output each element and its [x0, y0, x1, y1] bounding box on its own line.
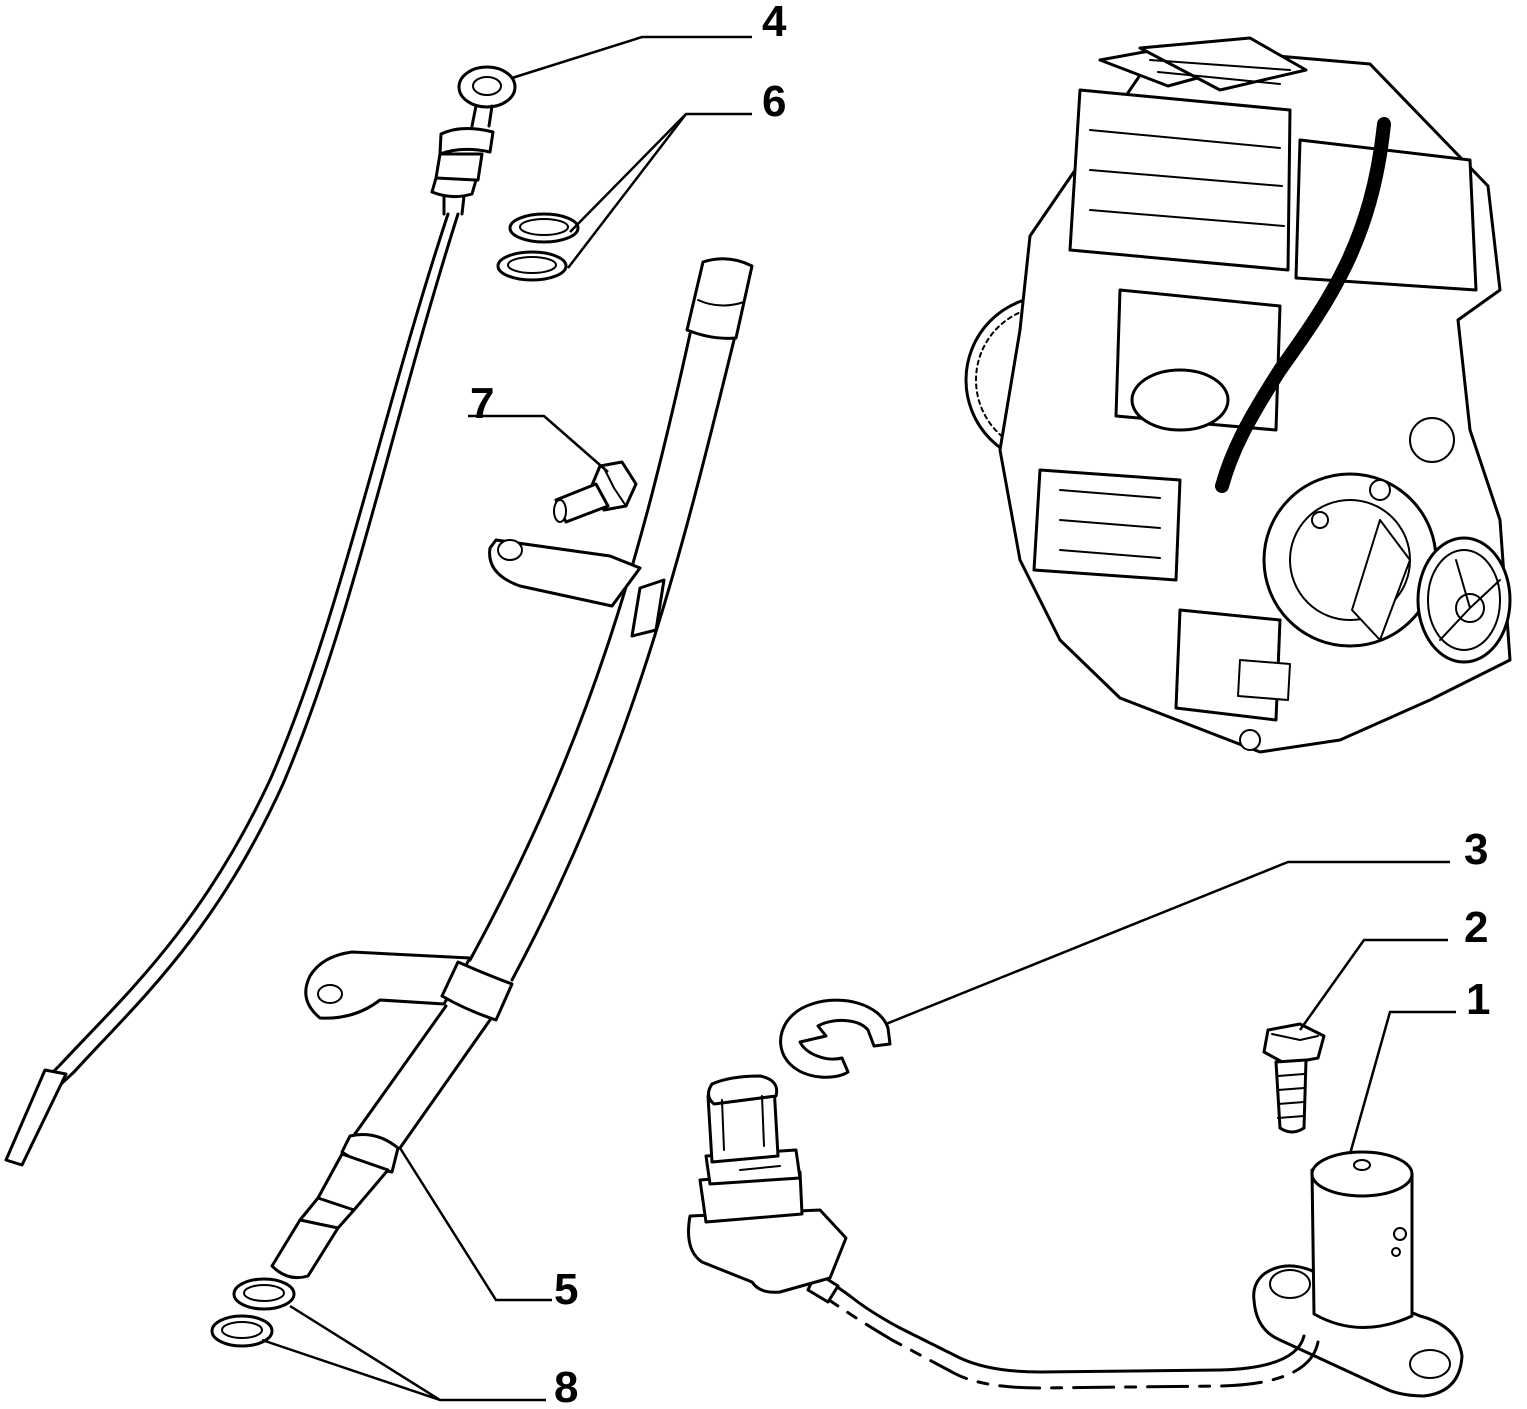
callout-4: 4: [762, 0, 787, 46]
screw-sensor[interactable]: [1262, 1022, 1326, 1134]
leader-5: [398, 1147, 552, 1302]
callout-8: 8: [554, 1363, 578, 1409]
leader-7: [468, 414, 609, 473]
retaining-clip[interactable]: [779, 998, 892, 1079]
leader-3: [885, 860, 1450, 1026]
leader-4: [511, 35, 752, 80]
callout-5: 5: [554, 1265, 578, 1314]
oil-level-sensor[interactable]: [687, 1074, 1464, 1398]
leader-6: [567, 112, 752, 269]
callout-3: 3: [1464, 825, 1488, 874]
engine-assembly: [964, 36, 1512, 754]
callout-2: 2: [1464, 903, 1488, 952]
callout-1: 1: [1466, 975, 1490, 1024]
dipstick-tube[interactable]: [270, 257, 754, 1280]
leader-2: [1298, 938, 1448, 1031]
dipstick[interactable]: [4, 65, 517, 1167]
callout-6: 6: [762, 77, 786, 126]
leader-1: [1348, 1010, 1456, 1155]
leader-8: [261, 1304, 546, 1402]
o-rings-lower[interactable]: [210, 1277, 296, 1348]
callout-7: 7: [470, 379, 494, 428]
bolt-dipstick-tube[interactable]: [553, 460, 638, 524]
o-rings-upper[interactable]: [496, 212, 580, 282]
leader-lines: [261, 35, 1456, 1402]
callout-labels: 4 6 7 5 8 3 2 1: [470, 0, 1490, 1409]
